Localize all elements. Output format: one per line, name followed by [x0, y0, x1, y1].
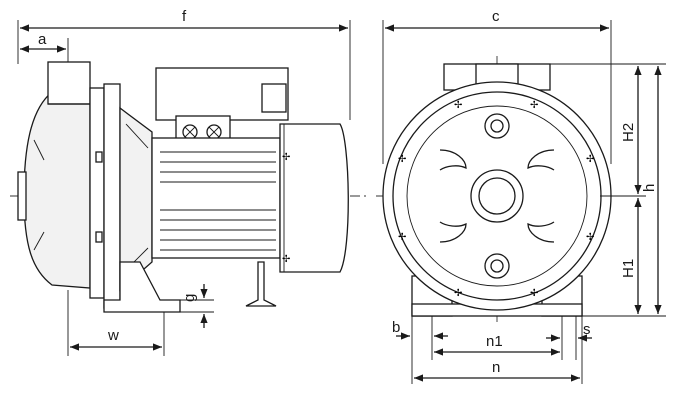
dim-f-label: f: [182, 8, 187, 25]
svg-text:✢: ✢: [530, 100, 538, 111]
pump-foot: [103, 261, 181, 313]
svg-text:✢: ✢: [454, 100, 462, 111]
dim-b-label: b: [392, 319, 400, 336]
motor-end-cover: [279, 123, 349, 273]
svg-text:✢: ✢: [398, 232, 406, 243]
front-vents: [439, 149, 555, 243]
dim-a-label: a: [38, 31, 47, 48]
dim-H2-label: H2: [620, 123, 637, 142]
svg-text:✢: ✢: [282, 152, 290, 163]
svg-text:✢: ✢: [454, 288, 462, 299]
front-view-dimensions: c H2 H1 h b n1 s n: [382, 8, 666, 384]
svg-text:✢: ✢: [398, 154, 406, 165]
side-view-dimensions: f a w g: [17, 8, 351, 356]
front-view: ✢ ✢ ✢ ✢ ✢ ✢ ✢ ✢: [376, 56, 620, 322]
side-view: ✢ ✢: [10, 61, 370, 313]
dim-H1-label: H1: [620, 259, 637, 278]
motor-body: [151, 137, 281, 259]
dim-w-label: w: [107, 327, 119, 344]
motor-fins: [160, 151, 276, 251]
dim-c-label: c: [492, 8, 500, 25]
suction-inlet: [17, 171, 27, 221]
svg-text:✢: ✢: [282, 254, 290, 265]
dim-s-label: s: [583, 321, 591, 338]
svg-text:✢: ✢: [530, 288, 538, 299]
pump-flange: [89, 87, 105, 299]
front-bolts: ✢ ✢ ✢ ✢ ✢ ✢ ✢ ✢: [398, 100, 594, 299]
dim-n1-label: n1: [486, 333, 503, 350]
dim-g-label: g: [181, 294, 198, 302]
dim-n-label: n: [492, 359, 500, 376]
dim-h-label: h: [641, 184, 658, 192]
svg-text:✢: ✢: [586, 154, 594, 165]
svg-text:✢: ✢: [586, 232, 594, 243]
pump-volute: [23, 89, 91, 289]
